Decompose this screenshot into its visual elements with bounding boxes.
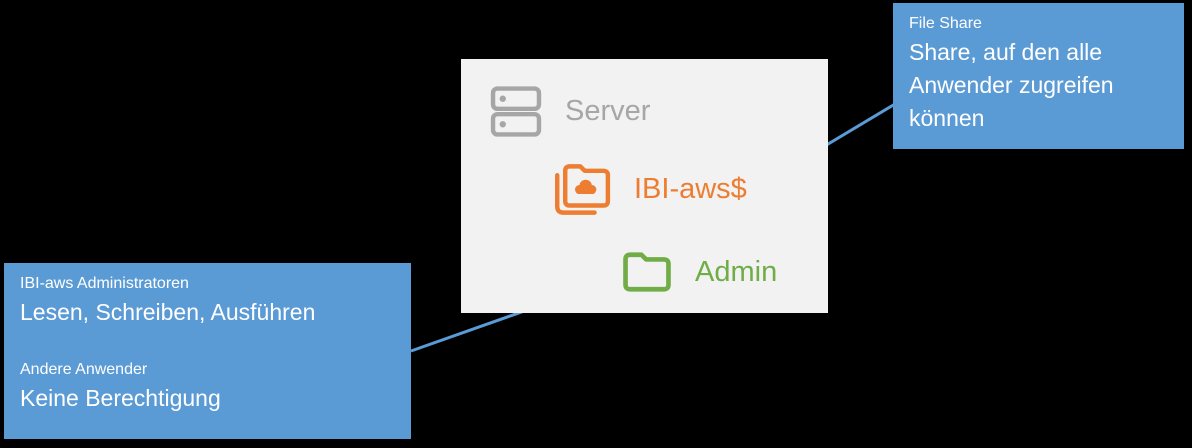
server-label: Server xyxy=(565,95,651,127)
admin-folder-row: Admin xyxy=(619,247,777,297)
file-share-label: IBI-aws$ xyxy=(634,173,747,205)
admin-folder-label: Admin xyxy=(695,255,778,288)
server-panel: Server IBI-aws$ Admin xyxy=(461,59,828,313)
permission-entry: IBI-aws Administratoren Lesen, Schreiben… xyxy=(20,271,395,329)
permission-entry: Andere Anwender Keine Berechtigung xyxy=(20,357,395,415)
server-icon xyxy=(490,86,542,137)
file-share-callout: File Share Share, auf den alle Anwender … xyxy=(893,3,1184,149)
file-share-callout-body: Share, auf den alle Anwender zugreifen k… xyxy=(909,39,1114,131)
permission-text: Keine Berechtigung xyxy=(20,385,221,411)
permissions-callout: IBI-aws Administratoren Lesen, Schreiben… xyxy=(4,263,411,439)
group-name: IBI-aws Administratoren xyxy=(20,275,189,292)
folder-icon xyxy=(623,252,671,292)
server-row: Server xyxy=(489,85,650,138)
group-name: Andere Anwender xyxy=(20,361,148,378)
permission-text: Lesen, Schreiben, Ausführen xyxy=(20,299,316,325)
shared-folder-cloud-icon xyxy=(555,164,611,215)
file-share-row: IBI-aws$ xyxy=(551,161,747,218)
file-share-callout-title: File Share xyxy=(909,15,982,32)
